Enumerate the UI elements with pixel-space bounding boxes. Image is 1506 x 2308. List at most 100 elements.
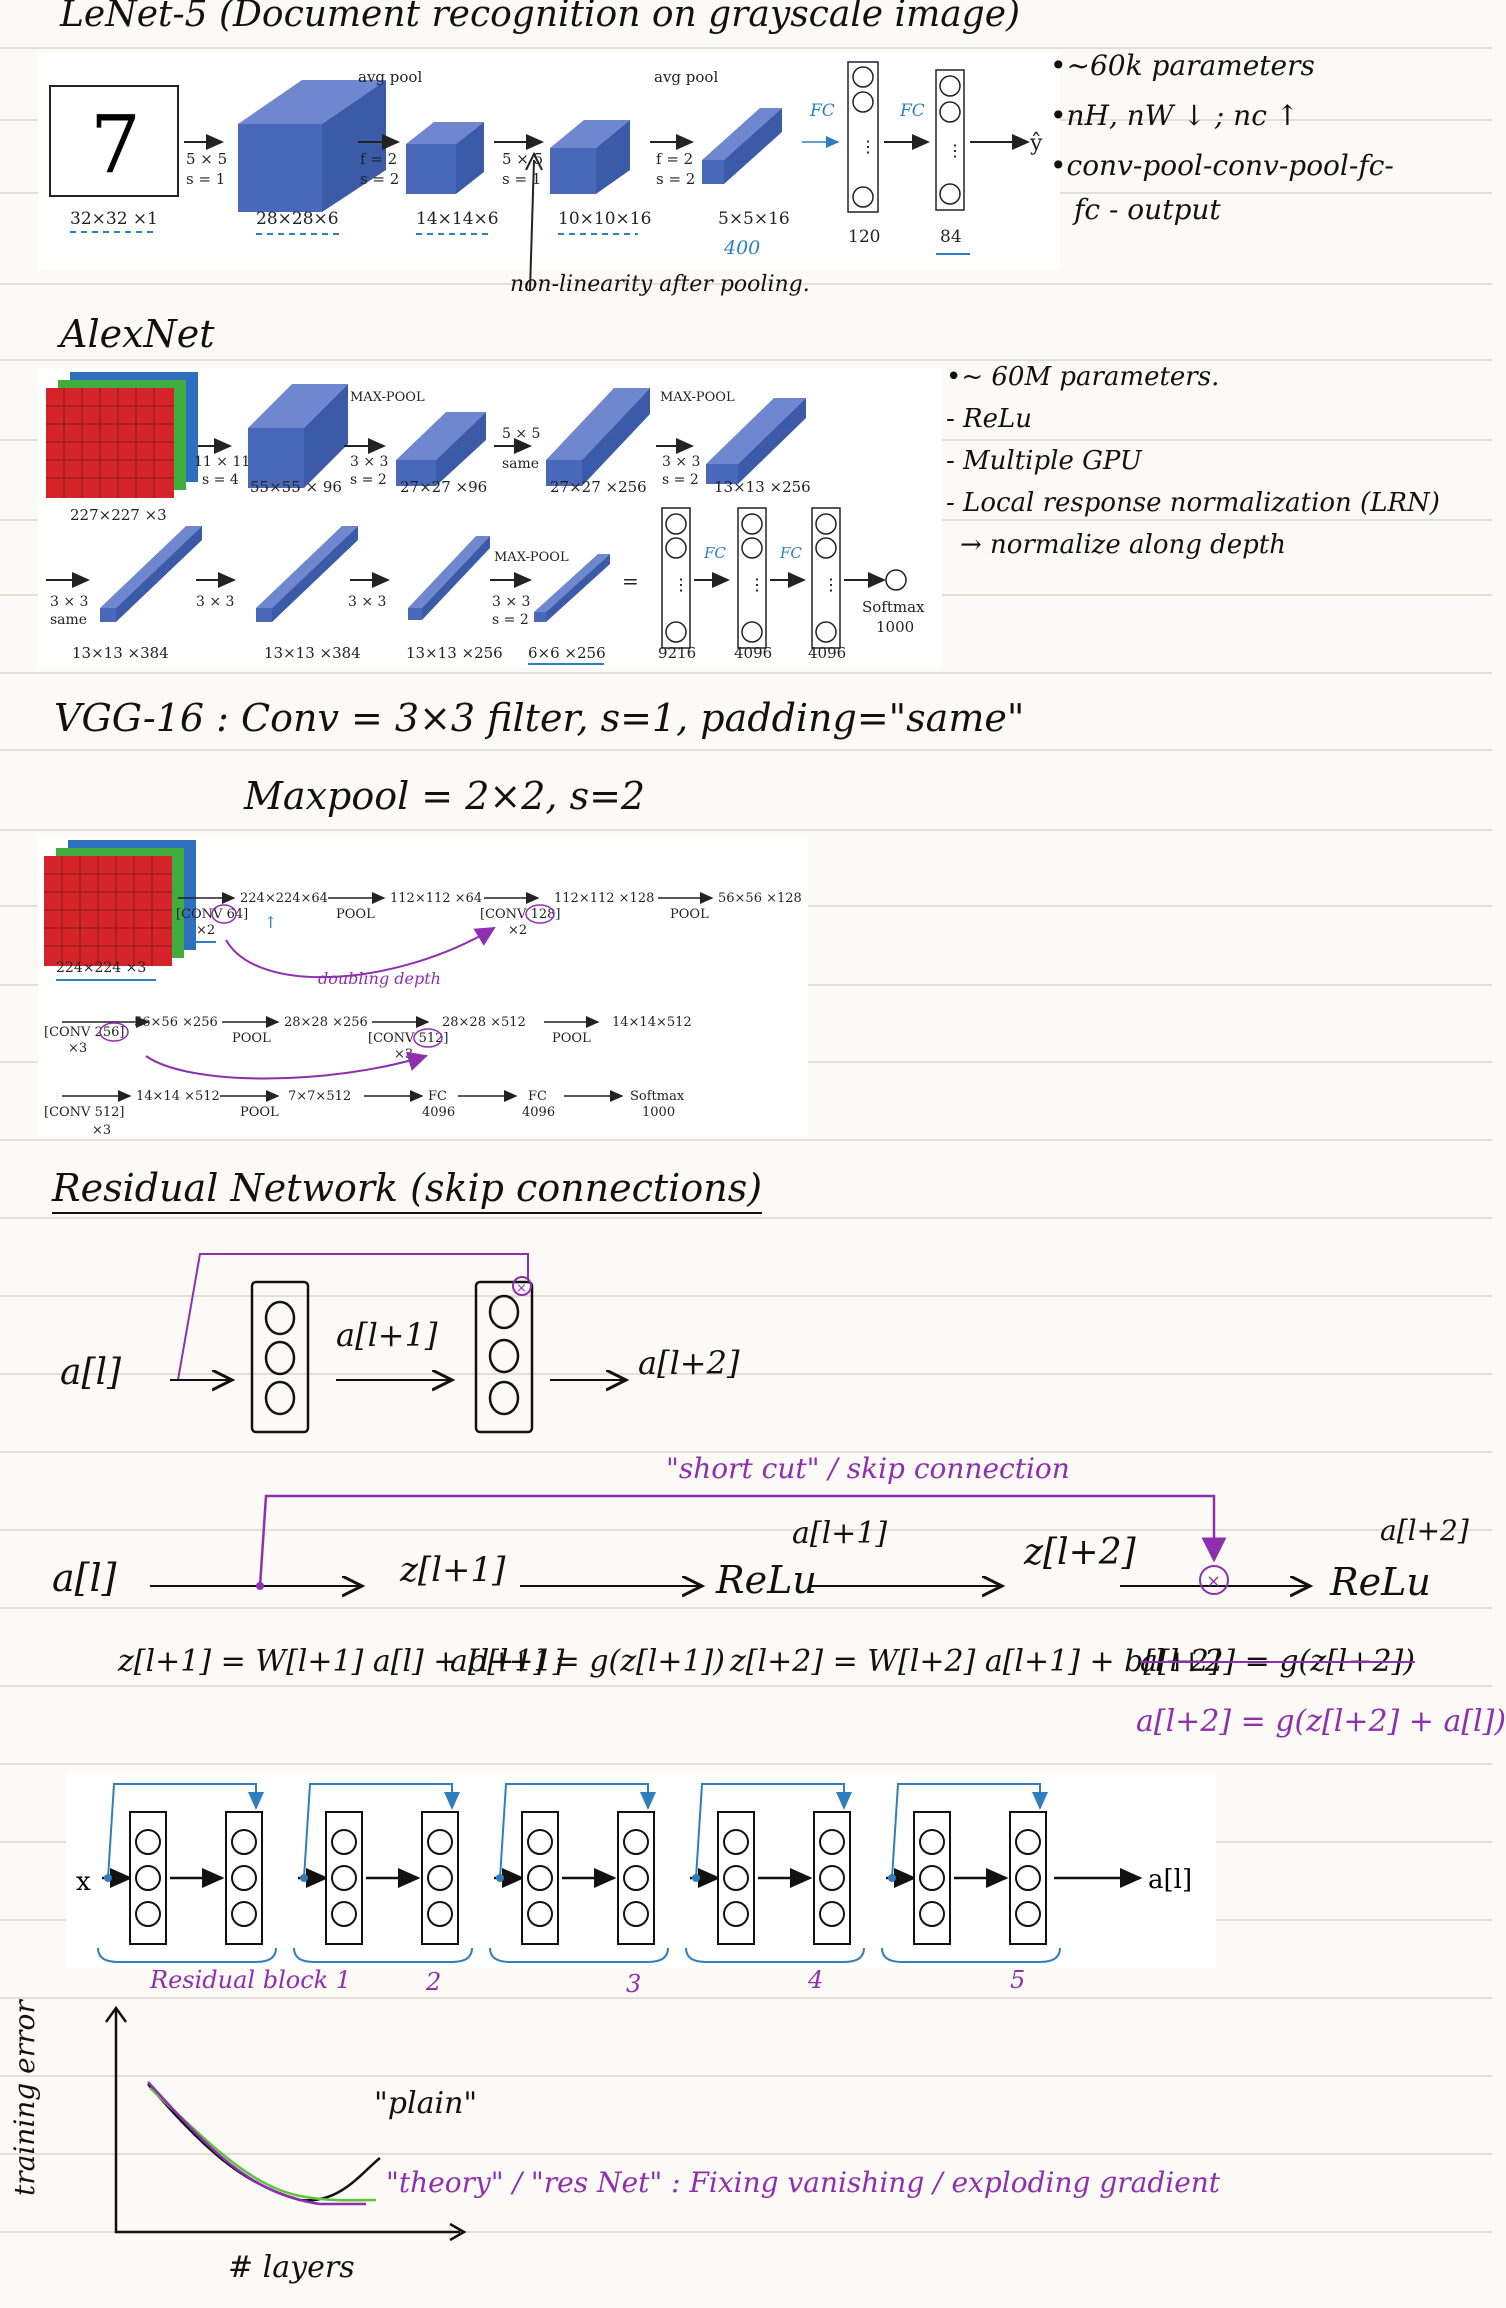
resnet-blocks-svg: x a[l] — [76, 1783, 1192, 1963]
resnet-chain-relu1: ReLu — [716, 1558, 817, 1602]
graph-resnet-label: "theory" / "res Net" : Fixing vanishing … — [386, 2166, 1221, 2199]
vgg-row3-conv512-repeat: ×3 — [92, 1123, 111, 1138]
alexnet-note-lrn-detail: → normalize along depth — [960, 530, 1287, 560]
lenet-output-yhat: ŷ — [1029, 131, 1043, 156]
resnet-skip-add-node — [512, 1276, 532, 1296]
svg-text:⋮: ⋮ — [823, 575, 839, 594]
block-neuron — [231, 1829, 257, 1855]
alexnet-conv4-volume — [256, 526, 358, 622]
vgg-row1-size-112: 112×112 ×64 — [390, 891, 482, 906]
lenet-pool2-stride: s = 2 — [656, 170, 695, 188]
block-neuron — [527, 1865, 553, 1891]
resnet-chain-add-node — [1199, 1565, 1229, 1595]
alexnet-softmax-count: 1000 — [876, 618, 914, 636]
lenet-conv1-size: 28×28×6 — [256, 209, 339, 229]
lenet-note-params: •~60k parameters — [1050, 49, 1315, 82]
alexnet-conv2-stride: same — [502, 456, 539, 472]
alexnet-pool1-filter: 3 × 3 — [350, 454, 388, 470]
vgg-arrow-up: ↑ — [264, 913, 277, 932]
alexnet-fc-label-2: FC — [779, 544, 802, 562]
vgg-row1-size-112x128: 112×112 ×128 — [554, 891, 654, 906]
lenet-diagram: 7 32×32 ×1 5 × 5 s = 1 28×28×6 avg pool … — [38, 52, 1060, 270]
lenet-fc2-size: 84 — [940, 227, 962, 247]
resnet-eq-z2: z[l+2] = W[l+2] a[l+1] + b[l+2] — [730, 1644, 1221, 1679]
alexnet-note-lrn: - Local response normalization (LRN) — [946, 488, 1440, 518]
block-skip-origin — [888, 1874, 896, 1882]
vgg-row3-softmax-label: Softmax — [630, 1089, 685, 1104]
lenet-pool2-type: avg pool — [654, 68, 718, 86]
resnet-blocks-input-x: x — [76, 1867, 91, 1897]
alexnet-conv5-size: 13×13 ×256 — [406, 644, 503, 662]
alexnet-fc2-size: 4096 — [734, 644, 772, 662]
vgg-row3-fc1-label: FC — [428, 1089, 447, 1104]
vgg-row1-pool1: POOL — [336, 907, 375, 922]
svg-text:×: × — [516, 1281, 527, 1296]
vgg-diagram: 224×224 ×3 [CONV 64] ×2 224×224×64 ↑ POO… — [38, 836, 808, 1138]
resnet-block-label-4: 4 — [808, 1966, 824, 1994]
alexnet-pool3-volume — [534, 554, 610, 622]
lenet-conv1-filter: 5 × 5 — [186, 150, 227, 168]
resnet-chain-a: a[l] — [52, 1556, 117, 1600]
alexnet-input-size: 227×227 ×3 — [70, 506, 167, 524]
alexnet-pool3-size: 6×6 ×256 — [528, 644, 606, 662]
svg-text:⋮: ⋮ — [673, 575, 689, 594]
graph-ylabel: training error — [8, 2000, 41, 2196]
lenet-heading: LeNet-5 (Document recognition on graysca… — [60, 0, 1021, 35]
vgg-row2-pool3: POOL — [232, 1031, 271, 1046]
alexnet-fc-label-1: FC — [703, 544, 726, 562]
alexnet-pool2-filter: 3 × 3 — [662, 454, 700, 470]
vgg-row2-conv256: [CONV 256] — [44, 1025, 124, 1040]
vgg-row1-conv128-repeat: ×2 — [508, 923, 527, 938]
resnet-layer2 — [474, 1280, 534, 1434]
alexnet-conv3-filter: 3 × 3 — [50, 594, 88, 610]
block-neuron — [723, 1865, 749, 1891]
lenet-pool2-volume — [702, 108, 782, 184]
resnet-layer1 — [250, 1280, 310, 1434]
resnet-chain-z1: z[l+1] — [400, 1550, 506, 1590]
vgg-row3-softmax-size: 1000 — [642, 1105, 675, 1120]
block-neuron — [427, 1901, 453, 1927]
block-bracket — [685, 1947, 865, 1963]
block-neuron — [1015, 1865, 1041, 1891]
alexnet-conv1-filter: 11 × 11 — [194, 454, 250, 470]
block-skip-arrow — [695, 1783, 852, 1879]
block-neuron — [331, 1865, 357, 1891]
alexnet-heading: AlexNet — [60, 312, 215, 356]
vgg-subheading: Maxpool = 2×2, s=2 — [244, 774, 646, 818]
alexnet-fc1-size: 9216 — [658, 644, 696, 662]
alexnet-pool2-volume — [706, 398, 806, 484]
alexnet-pool1-type: MAX-POOL — [350, 390, 425, 405]
vgg-row1-pool2: POOL — [670, 907, 709, 922]
lenet-fc1-label: FC — [809, 101, 835, 121]
block-neuron — [527, 1829, 553, 1855]
block-neuron — [819, 1829, 845, 1855]
alexnet-conv2-size: 27×27 ×256 — [550, 478, 647, 496]
alexnet-note-params: •~ 60M parameters. — [946, 362, 1220, 392]
alexnet-pool1-volume — [396, 412, 486, 486]
resnet-blocks-output: a[l] — [1148, 1865, 1192, 1895]
resnet-eq-a2-residual: a[l+2] = g(z[l+2] + a[l]) — [1136, 1704, 1506, 1739]
lenet-fc2-label: FC — [899, 101, 925, 121]
block-bracket — [293, 1947, 473, 1963]
alexnet-fc2-layer: ⋮ — [737, 507, 767, 649]
alexnet-pool3-stride: s = 2 — [492, 612, 529, 628]
vgg-row3-size-7: 7×7×512 — [288, 1089, 351, 1104]
lenet-nonlinearity-note: non-linearity after pooling. — [510, 272, 810, 297]
alexnet-fc3-layer: ⋮ — [811, 507, 841, 649]
svg-text:×: × — [1206, 1571, 1221, 1592]
vgg-doubling-arrow-2 — [145, 1051, 428, 1080]
block-bracket — [881, 1947, 1061, 1963]
graph-resnet-curve — [147, 2081, 366, 2206]
vgg-row2-pool4: POOL — [552, 1031, 591, 1046]
resnet-eq-a2-struck: a[l+2] = g(z[l+2]) — [1140, 1644, 1415, 1679]
resnet-chain-z2: z[l+2] — [1024, 1532, 1136, 1573]
lenet-conv1-volume — [238, 80, 386, 212]
block-neuron — [135, 1865, 161, 1891]
lenet-pool1-type: avg pool — [358, 68, 422, 86]
vgg-input-size: 224×224 ×3 — [56, 960, 146, 976]
lenet-conv2-size: 10×10×16 — [558, 209, 651, 229]
block-skip-arrow — [499, 1783, 656, 1879]
resnet-chain-a1: a[l+1] — [792, 1516, 888, 1551]
vgg-row3-fc1-size: 4096 — [422, 1105, 455, 1120]
alexnet-note-gpu: - Multiple GPU — [946, 446, 1142, 476]
